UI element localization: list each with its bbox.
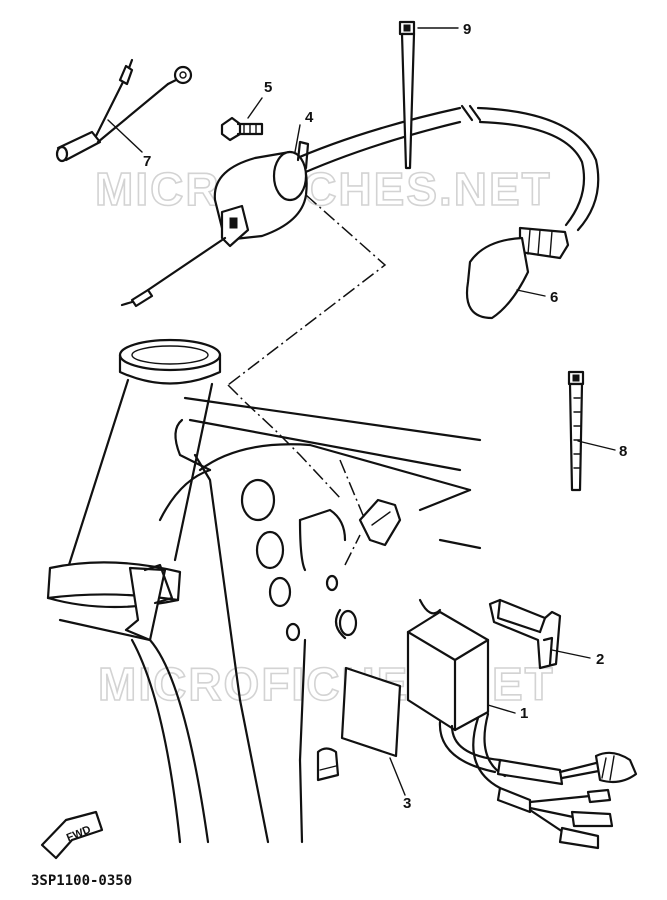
callout-6: 6 <box>550 289 558 306</box>
callout-4: 4 <box>305 109 314 126</box>
ignition-coil <box>120 104 600 308</box>
callout-5: 5 <box>264 79 272 96</box>
spark-plug-cap <box>465 226 570 320</box>
fwd-arrow-icon: FWD <box>40 810 104 860</box>
cdi-bracket <box>488 598 562 670</box>
wire-lead <box>55 58 193 163</box>
diagram-code: 3SP1100-0350 <box>31 873 132 889</box>
watermark-top: MICROFICHES.NET <box>95 163 552 215</box>
assembly-leaders <box>227 194 387 566</box>
cable-band-9 <box>398 20 416 170</box>
frame <box>46 338 482 844</box>
callout-9: 9 <box>463 21 471 38</box>
callout-leaders <box>107 27 616 796</box>
cable-band-8 <box>567 370 585 492</box>
damper-pad <box>340 666 402 758</box>
callout-1: 1 <box>520 705 528 722</box>
callout-3: 3 <box>403 795 411 812</box>
bolt <box>220 116 264 142</box>
callout-8: 8 <box>619 443 627 460</box>
callout-2: 2 <box>596 651 604 668</box>
cdi-unit <box>406 610 638 850</box>
callout-7: 7 <box>143 153 151 170</box>
